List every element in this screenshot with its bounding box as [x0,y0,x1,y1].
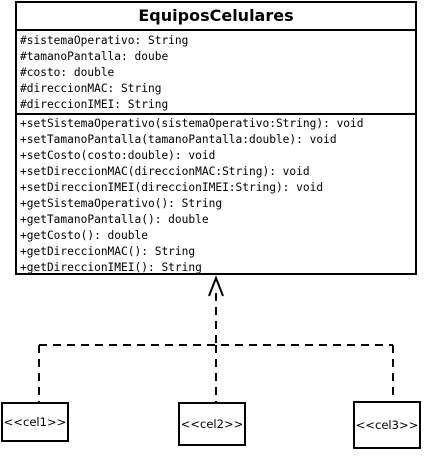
method-item: +setDireccionMAC(direccionMAC:String): v… [20,165,310,178]
attribute-item: #tamanoPantalla: doube [20,50,169,63]
attributes-compartment: #sistemaOperativo: String #tamanoPantall… [17,31,415,115]
method-item: +getSistemaOperativo(): String [20,197,223,210]
instance-box-cel2: <<cel2>> [178,402,246,446]
uml-class-box: EquiposCelulares #sistemaOperativo: Stri… [15,1,417,275]
instance-box-cel1: <<cel1>> [1,402,69,442]
class-name: EquiposCelulares [17,3,415,31]
method-item: +setDireccionIMEI(direccionIMEI:String):… [20,181,324,194]
methods-compartment: +setSistemaOperativo(sistemaOperativo:St… [17,115,415,276]
open-arrowhead [208,275,224,297]
method-item: +getCosto(): double [20,229,148,242]
attribute-item: #costo: double [20,66,115,79]
attribute-item: #direccionMAC: String [20,82,162,95]
method-item: +setTamanoPantalla(tamanoPantalla:double… [20,133,337,146]
method-item: +getTamanoPantalla(): double [20,213,209,226]
method-item: +getDireccionIMEI(): String [20,261,202,274]
method-item: +setCosto(costo:double): void [20,149,216,162]
instance-box-cel3: <<cel3>> [353,401,421,449]
method-item: +getDireccionMAC(): String [20,245,196,258]
attribute-item: #direccionIMEI: String [20,98,169,111]
method-item: +setSistemaOperativo(sistemaOperativo:St… [20,117,364,130]
attribute-item: #sistemaOperativo: String [20,34,189,47]
